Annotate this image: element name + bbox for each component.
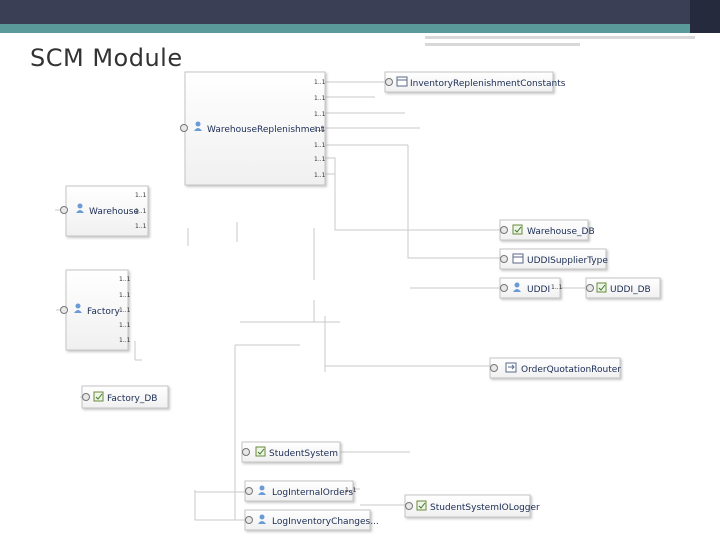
person-icon — [513, 282, 521, 292]
component-order-quotation-router[interactable]: OrderQuotationRouter — [489, 357, 621, 379]
component-label: UDDI — [527, 285, 550, 295]
component-student-system[interactable]: StudentSystem — [241, 441, 341, 463]
interface-port-icon — [500, 284, 508, 292]
port-column: 1..1 1..1 1..1 1..1 1..1 1..1 1..1 — [314, 79, 326, 179]
java-icon — [512, 224, 523, 235]
person-icon — [76, 203, 84, 213]
component-warehouse-db[interactable]: Warehouse_DB — [499, 219, 595, 241]
component-label: Factory — [87, 307, 121, 317]
port-multiplicity: 1..1 — [345, 487, 357, 494]
svg-text:1..1: 1..1 — [314, 126, 326, 133]
java-icon — [416, 500, 427, 511]
svg-text:1..1: 1..1 — [314, 95, 326, 102]
component-factory-db[interactable]: Factory_DB — [81, 385, 169, 409]
svg-text:1..1: 1..1 — [314, 79, 326, 86]
table-icon — [396, 76, 408, 87]
component-inventory-constants[interactable]: InventoryReplenishmentConstants — [384, 71, 566, 93]
svg-text:1..1: 1..1 — [314, 156, 326, 163]
interface-port-icon — [586, 284, 594, 292]
slide-title: SCM Module — [30, 44, 183, 72]
port-multiplicity: 1..1 — [551, 284, 563, 291]
title-rule-short — [425, 43, 580, 46]
wires — [55, 81, 590, 521]
component-label: UDDI_DB — [610, 285, 651, 295]
router-icon — [505, 362, 517, 373]
interface-port-icon — [500, 255, 508, 263]
component-label: StudentSystem — [269, 449, 338, 459]
component-warehouse[interactable]: 1..1 1..1 1..1 Warehouse — [60, 185, 149, 237]
component-label: LogInternalOrders — [272, 488, 353, 498]
slide-accent-stripe — [0, 24, 720, 33]
reference-port-icon — [180, 124, 188, 132]
interface-port-icon — [405, 502, 413, 510]
interface-port-icon — [242, 448, 250, 456]
interface-port-icon — [500, 226, 508, 234]
reference-port-icon — [490, 364, 498, 372]
svg-text:1..1: 1..1 — [135, 223, 147, 230]
component-factory[interactable]: 1..1 1..1 1..1 1..1 1..1 Factory — [60, 269, 131, 351]
interface-port-icon — [385, 78, 393, 86]
component-label: UDDISupplierType — [527, 256, 608, 266]
interface-port-icon — [245, 487, 253, 495]
component-label: StudentSystemIOLogger — [430, 503, 540, 513]
svg-text:1..1: 1..1 — [119, 337, 131, 344]
java-icon — [596, 282, 607, 293]
slide-top-bar — [0, 0, 720, 24]
interface-port-icon — [82, 393, 90, 401]
svg-text:1..1: 1..1 — [119, 307, 131, 314]
component-label: LogInventoryChanges... — [272, 517, 379, 527]
title-rule — [425, 36, 695, 39]
java-icon — [93, 391, 104, 402]
person-icon — [194, 121, 202, 131]
slide-top-edge — [690, 0, 720, 33]
component-log-inventory-changes[interactable]: LogInventoryChanges... — [244, 509, 379, 531]
svg-text:1..1: 1..1 — [314, 172, 326, 179]
component-label: Warehouse_DB — [527, 227, 595, 237]
component-log-internal-orders[interactable]: LogInternalOrders 1..1 — [244, 480, 357, 502]
person-icon — [258, 485, 266, 495]
reference-port-icon — [60, 206, 68, 214]
component-label: Factory_DB — [107, 394, 157, 404]
component-label: WarehouseReplenishment — [207, 125, 325, 135]
component-uddi-supplier-type[interactable]: UDDISupplierType — [499, 248, 608, 270]
svg-text:1..1: 1..1 — [119, 276, 131, 283]
person-icon — [258, 514, 266, 524]
svg-text:1..1: 1..1 — [314, 142, 326, 149]
component-warehouse-replenishment[interactable]: 1..1 1..1 1..1 1..1 1..1 1..1 1..1 Warehouse… — [180, 71, 326, 186]
svg-text:1..1: 1..1 — [119, 292, 131, 299]
svg-text:1..1: 1..1 — [135, 208, 147, 215]
interface-port-icon — [245, 516, 253, 524]
component-label: OrderQuotationRouter — [521, 365, 621, 375]
reference-port-icon — [60, 306, 68, 314]
svg-text:1..1: 1..1 — [314, 111, 326, 118]
component-label: InventoryReplenishmentConstants — [410, 79, 566, 89]
svg-text:1..1: 1..1 — [135, 192, 147, 199]
component-label: Warehouse — [89, 207, 139, 217]
table-icon — [512, 253, 524, 264]
component-student-system-io-logger[interactable]: StudentSystemIOLogger — [404, 494, 540, 518]
svg-text:1..1: 1..1 — [119, 322, 131, 329]
java-icon — [255, 446, 266, 457]
component-uddi-db[interactable]: UDDI_DB — [585, 277, 661, 299]
person-icon — [74, 303, 82, 313]
component-uddi[interactable]: UDDI 1..1 — [499, 277, 563, 299]
